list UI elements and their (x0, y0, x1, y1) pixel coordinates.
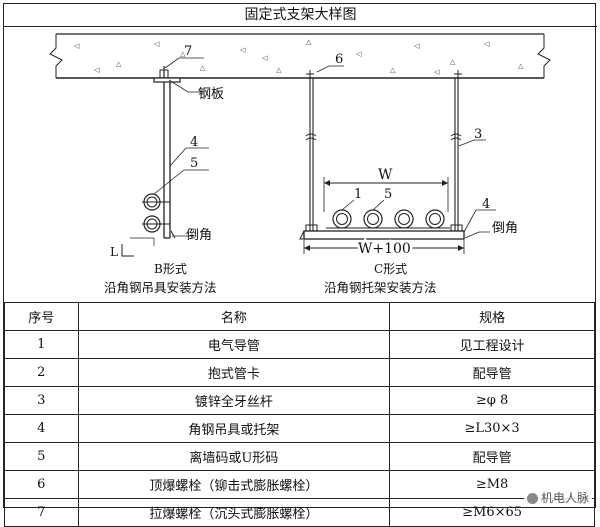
callout-steel-plate: 钢板 (198, 87, 224, 102)
c-form-caption: 沿角钢托架安装方法 (324, 280, 437, 295)
svg-text:◁: ◁ (414, 42, 420, 50)
svg-text:◁: ◁ (94, 66, 100, 74)
cell-spec: 配导管 (389, 442, 595, 471)
dimension-w-plus-100: W+100 (358, 241, 411, 257)
callout-4-left: 4 (190, 135, 198, 150)
header-spec: 规格 (389, 302, 595, 331)
svg-text:◁: ◁ (434, 68, 440, 76)
concrete-slab: ◁ △ ◁ △ ◁ △ △ ◁ △ ◁ △ ◁ △ ◁ ◁ ◁ △ (49, 33, 551, 79)
cell-spec: 配导管 (389, 358, 595, 387)
callout-5-left: 5 (190, 156, 198, 171)
svg-text:◁: ◁ (484, 40, 490, 48)
drawing-title: 固定式支架大样图 (4, 4, 597, 27)
svg-text:◁: ◁ (74, 42, 80, 50)
svg-text:△: △ (450, 58, 456, 66)
cell-name: 电气导管 (77, 330, 391, 359)
cell-index: 3 (4, 386, 79, 415)
table-row: 3 镀锌全牙丝杆 ≥φ 8 (4, 386, 595, 415)
cell-spec: ≥φ 8 (389, 386, 595, 415)
callout-5-right: 5 (384, 187, 392, 202)
c-form-conduit (425, 209, 445, 229)
watermark-text: 机电人脉 (540, 491, 589, 505)
table-header-row: 序号 名称 规格 (4, 302, 595, 331)
b-form-conduit (142, 193, 170, 211)
callout-4-right: 4 (482, 197, 490, 212)
cell-name: 抱式管卡 (77, 358, 391, 387)
cell-index: 1 (4, 330, 79, 359)
cell-spec: 见工程设计 (389, 330, 595, 359)
header-name: 名称 (77, 302, 391, 331)
callout-bevel-right: 倒角 (492, 221, 518, 236)
b-form-caption: 沿角钢吊具安装方法 (104, 280, 217, 295)
callout-1: 1 (354, 187, 362, 202)
component-table: 序号 名称 规格 1 电气导管 见工程设计 2 抱式管卡 配导管 3 镀锌全牙丝… (4, 302, 595, 527)
table-row: 6 顶爆螺栓（铆击式膨胀螺栓） ≥M8 (4, 470, 595, 499)
callout-3: 3 (474, 127, 482, 142)
svg-text:◁: ◁ (356, 50, 362, 58)
c-form-conduit (394, 209, 414, 229)
cell-name: 拉爆螺栓（沉头式膨胀螺栓） (77, 498, 391, 527)
table-row: 1 电气导管 见工程设计 (4, 330, 595, 359)
callout-bevel-left: 倒角 (186, 228, 212, 243)
cell-index: 6 (4, 470, 79, 499)
table-row: 4 角钢吊具或托架 ≥L30×3 (4, 414, 595, 443)
cell-index: 7 (4, 498, 79, 527)
dimension-w: W (378, 167, 393, 183)
cell-name: 镀锌全牙丝杆 (77, 386, 391, 415)
svg-text:△: △ (390, 66, 396, 74)
drawing-frame: 固定式支架大样图 ◁ △ ◁ △ ◁ △ △ ◁ △ ◁ △ ◁ △ ◁ ◁ ◁ △ (3, 3, 597, 527)
svg-text:△: △ (180, 50, 186, 58)
cell-index: 5 (4, 442, 79, 471)
svg-text:△: △ (200, 64, 206, 72)
cell-name: 离墙码或U形码 (77, 442, 391, 471)
detail-drawing: ◁ △ ◁ △ ◁ △ △ ◁ △ ◁ △ ◁ △ ◁ ◁ ◁ △ (49, 33, 551, 295)
cell-name: 顶爆螺栓（铆击式膨胀螺栓） (77, 470, 391, 499)
svg-text:◁: ◁ (262, 54, 268, 62)
cell-name: 角钢吊具或托架 (77, 414, 391, 443)
c-form-label: C形式 (374, 262, 407, 276)
c-form-bracket (299, 65, 496, 254)
table-row: 2 抱式管卡 配导管 (4, 358, 595, 387)
svg-text:◁: ◁ (154, 40, 160, 48)
header-index: 序号 (4, 302, 79, 331)
b-form-label: B形式 (154, 262, 187, 276)
callout-6: 6 (335, 52, 343, 67)
table-row: 5 离墙码或U形码 配导管 (4, 442, 595, 471)
b-form-hanger (121, 57, 209, 257)
svg-text:△: △ (276, 66, 282, 74)
watermark: 机电人脉 (523, 489, 592, 506)
c-form-conduit (332, 209, 352, 229)
svg-text:△: △ (306, 38, 312, 46)
svg-text:◁: ◁ (240, 46, 246, 54)
cell-index: 4 (4, 414, 79, 443)
wechat-icon (526, 493, 538, 504)
svg-text:△: △ (116, 60, 122, 68)
cell-index: 2 (4, 358, 79, 387)
table-row: 7 拉爆螺栓（沉头式膨胀螺栓） ≥M6×65 (4, 498, 595, 527)
dimension-l: L (110, 245, 118, 259)
svg-text:△: △ (518, 62, 524, 70)
b-form-conduit (142, 215, 170, 233)
callout-7: 7 (184, 44, 192, 59)
cell-spec: ≥L30×3 (389, 414, 595, 443)
c-form-conduit (363, 209, 383, 229)
concrete-aggregate: ◁ △ ◁ △ ◁ △ △ ◁ △ ◁ △ ◁ △ ◁ ◁ ◁ △ (74, 38, 524, 76)
